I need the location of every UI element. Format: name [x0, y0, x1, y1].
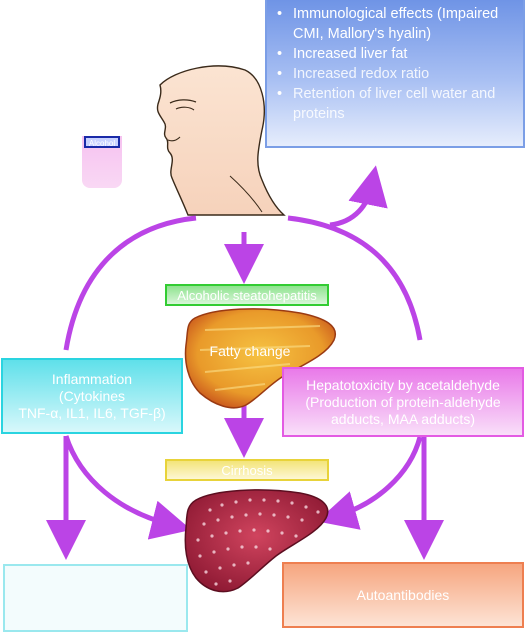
effects-item: Immunological effects (Impaired CMI, Mal… [277, 4, 517, 44]
cirrhosis-nodules [196, 498, 320, 586]
fatty-liver-illustration [184, 308, 337, 409]
effects-item: Retention of liver cell water and protei… [277, 84, 517, 124]
inflammation-detail: (Cytokines [58, 387, 126, 404]
inflammation-box: Inflammation (Cytokines TNF-α, IL1, IL6,… [1, 358, 183, 434]
cirrhosis-label: Cirrhosis [165, 459, 329, 481]
arrow-hepato-to-cirrhosis [316, 436, 423, 530]
hepatotoxicity-box: Hepatotoxicity by acetaldehyde (Producti… [282, 367, 524, 437]
inflammation-cytokines: TNF-α, IL1, IL6, TGF-β) [18, 404, 166, 421]
arrow-inflam-to-cirrhosis [63, 435, 192, 540]
hepatotoxicity-adducts: adducts, MAA adducts) [331, 410, 475, 427]
effects-item: Increased redox ratio [277, 64, 517, 84]
cirrhotic-liver-illustration [184, 489, 329, 593]
arrow-to-effects [329, 165, 388, 228]
arc-right-top [287, 215, 423, 341]
face-illustration [156, 65, 286, 216]
effects-box: Immunological effects (Impaired CMI, Mal… [265, 0, 525, 148]
arc-left-top [63, 215, 197, 351]
autoantibodies-box: Autoantibodies [282, 562, 524, 628]
empty-outcome-box [3, 564, 188, 632]
hepatotoxicity-detail: (Production of protein-aldehyde [305, 393, 501, 410]
steatohepatitis-label: Alcoholic steatohepatitis [165, 284, 329, 306]
fatty-change-label: Fatty change [209, 343, 291, 359]
effects-item: Increased liver fat [277, 44, 517, 64]
hepatotoxicity-title: Hepatotoxicity by acetaldehyde [306, 376, 500, 393]
effects-list: Immunological effects (Impaired CMI, Mal… [277, 4, 517, 124]
inflammation-title: Inflammation [51, 370, 133, 387]
alcohol-label: Alcohol [84, 136, 120, 148]
